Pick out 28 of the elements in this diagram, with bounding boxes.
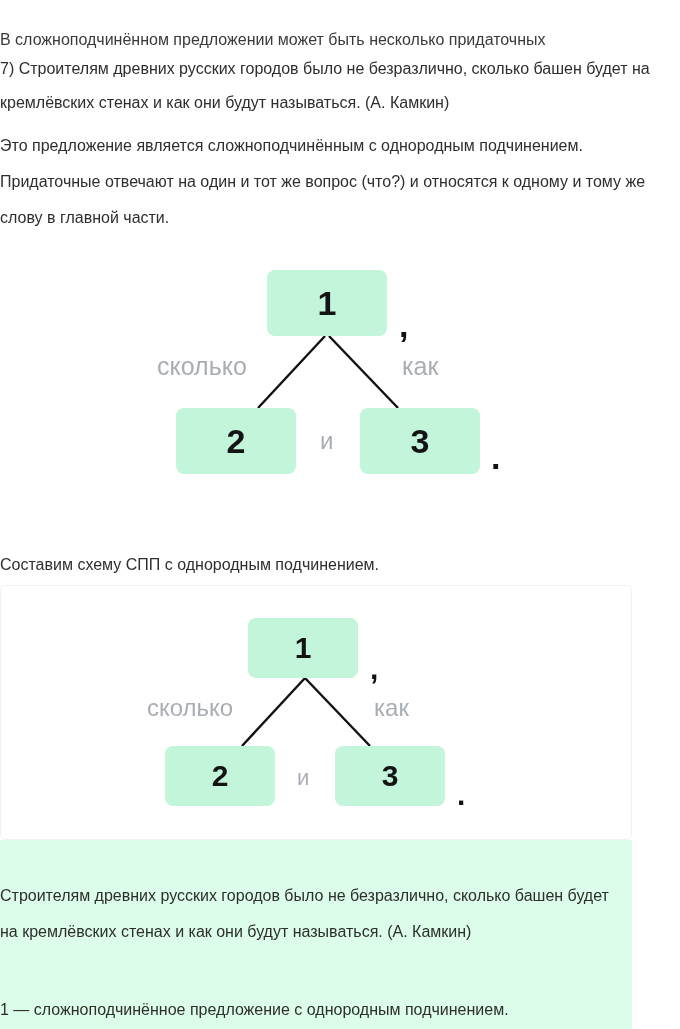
clause-number: 1 xyxy=(294,631,312,665)
connector-line xyxy=(328,335,399,409)
paragraph-text: Строителям древних русских городов было не безразлично, сколько башен будет на кремлёвских стенах и как они будут называться. (А. Камкин) xyxy=(0,886,610,942)
connector-line xyxy=(257,335,326,409)
clause-box xyxy=(165,746,275,806)
connector-line xyxy=(304,677,371,747)
clause-number: 3 xyxy=(410,421,430,461)
clause-box xyxy=(267,270,387,336)
clause-box xyxy=(335,746,445,806)
paragraph-text: Составим схему СПП с однородным подчинением. xyxy=(0,555,381,575)
clause-box xyxy=(176,408,296,474)
connector-line xyxy=(241,677,306,747)
comma-mark: , xyxy=(399,308,409,342)
clause-number: 2 xyxy=(226,421,246,461)
paragraph-text: В сложноподчинённом предложении может быть несколько придаточных xyxy=(0,30,547,50)
paragraph-text: Это предложение является сложноподчинённым с однородным подчинением. Придаточные отвечают на один и тот же вопрос (что?) и относятся к одному и тому же слову в главной части. xyxy=(0,136,647,228)
paragraph-text: 7) Строителям древних русских городов было не безразлично, сколько башен будет на кремлёвских стенах и как они будут называться. (А. Камкин) xyxy=(0,59,651,113)
comma-mark: , xyxy=(370,654,379,684)
clause-box xyxy=(360,408,480,474)
conjunction-text: и xyxy=(320,428,334,454)
clause-number: 3 xyxy=(381,759,399,793)
clause-box xyxy=(248,618,358,678)
period-mark: . xyxy=(491,440,501,474)
clause-number: 1 xyxy=(317,283,337,323)
paragraph-text: 1 — сложноподчинённое предложение с однородным подчинением. xyxy=(0,1000,510,1020)
clause-number: 2 xyxy=(211,759,229,793)
period-mark: . xyxy=(457,780,466,810)
conjunction-text: и xyxy=(297,766,310,790)
